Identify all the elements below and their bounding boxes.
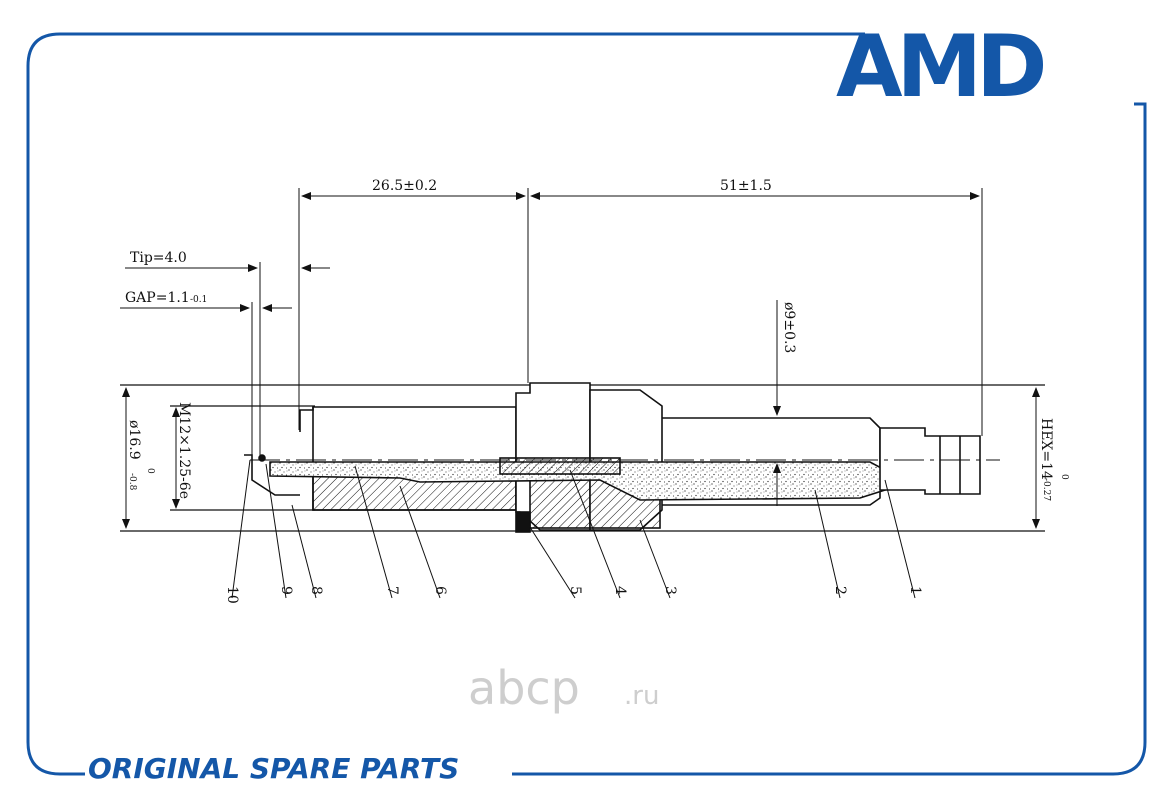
dim-tip-label: Tip=4.0	[130, 250, 187, 266]
callout-7: 7	[384, 586, 400, 595]
dimension-length-b	[530, 188, 983, 436]
callout-10: 10	[224, 586, 240, 604]
svg-text:abcp: abcp	[468, 661, 580, 715]
callout-8: 8	[308, 586, 324, 595]
dim-diameter-9-label: ø9±0.3	[781, 302, 797, 353]
callout-6: 6	[432, 586, 448, 595]
dimension-gap	[120, 302, 292, 455]
callout-5: 5	[567, 586, 583, 595]
dim-length-b-label: 51±1.5	[720, 178, 772, 194]
brand-slogan: ORIGINAL SPARE PARTS	[88, 752, 459, 785]
callout-3: 3	[662, 586, 678, 595]
spark-plug-body	[244, 382, 1000, 533]
dim-hex-tol-lower: -0.27	[1041, 478, 1051, 501]
callout-9: 9	[278, 586, 294, 595]
dim-diameter-169-tol-lower: -0.8	[127, 473, 137, 491]
callout-leaders	[231, 459, 916, 599]
dimension-tip	[125, 262, 330, 455]
dim-hex-label: HEX=14	[1038, 418, 1054, 480]
dim-thread-label: M12×1.25-6e	[176, 402, 192, 499]
callout-1: 1	[907, 586, 923, 595]
dimension-length-a	[298, 188, 529, 430]
svg-text:AMD: AMD	[836, 17, 1043, 117]
svg-text:.ru: .ru	[624, 681, 659, 711]
callout-numbers: 10 9 8 7 6 5 4 3 2 1	[224, 586, 923, 604]
frame-border	[26, 32, 1147, 776]
dim-hex-tol-upper: 0	[1059, 474, 1069, 480]
watermark: abcp .ru	[468, 661, 659, 715]
callout-2: 2	[832, 586, 848, 595]
dim-gap-label: GAP=1.1	[125, 290, 190, 306]
dim-gap-tolerance: -0.1	[190, 295, 207, 305]
dim-diameter-169-tol-upper: 0	[145, 468, 155, 474]
brand-logo: AMD	[836, 17, 1049, 117]
dim-diameter-169-label: ø16.9	[126, 420, 142, 460]
dim-length-a-label: 26.5±0.2	[372, 178, 437, 194]
callout-4: 4	[612, 586, 628, 595]
